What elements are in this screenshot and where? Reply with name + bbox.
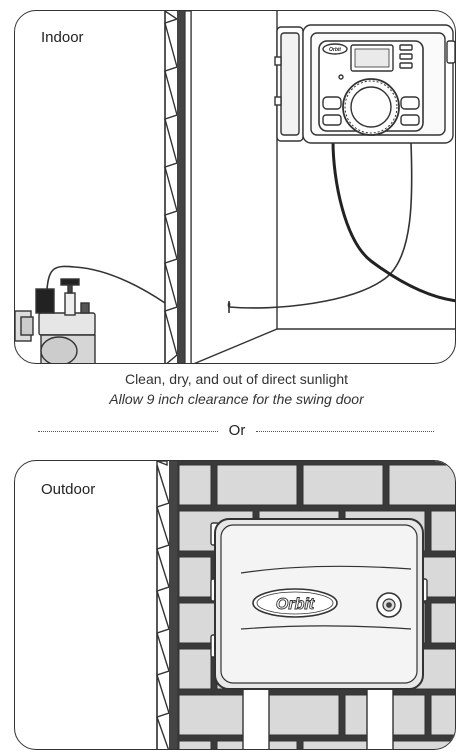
indoor-label: Indoor [41,29,84,46]
outdoor-panel: Orbit Outdoor [14,460,456,750]
outdoor-label: Outdoor [41,481,96,498]
valve [15,278,96,363]
indoor-illustration: Orbit [15,11,455,363]
divider-line-right [256,431,434,432]
or-divider-text: Or [228,422,246,439]
outdoor-controller-logo: Orbit [276,596,315,613]
indoor-panel: Orbit Indoor [14,10,456,364]
divider-line-left [38,431,218,432]
indoor-controller-logo: Orbit [329,47,341,53]
indoor-controller [274,24,455,144]
clearance-note: Allow 9 inch clearance for the swing doo… [109,391,364,407]
wall-siding [164,11,179,363]
outdoor-illustration: Orbit [156,461,455,749]
placement-caption: Clean, dry, and out of direct sunlight [124,371,349,387]
outdoor-wall-siding [156,461,170,749]
wall-stud [177,11,185,363]
outdoor-controller [210,518,428,690]
